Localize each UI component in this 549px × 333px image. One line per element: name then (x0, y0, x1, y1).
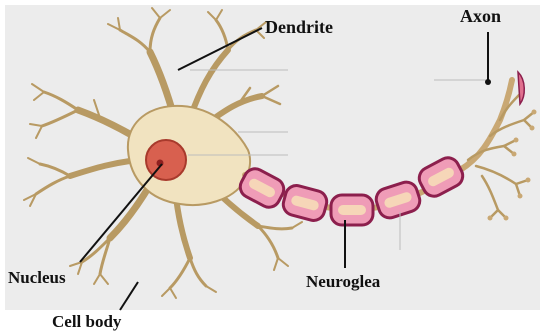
nucleus (146, 140, 186, 180)
dendrite-label: Dendrite (265, 17, 333, 37)
background-panel (5, 5, 540, 310)
nucleus-label: Nucleus (8, 268, 66, 287)
cell-body-label: Cell body (52, 312, 122, 331)
sheath-segment (331, 195, 373, 225)
axon-leader-dot (485, 79, 491, 85)
neuroglea-label: Neuroglea (306, 272, 381, 291)
axon-label: Axon (460, 6, 501, 26)
